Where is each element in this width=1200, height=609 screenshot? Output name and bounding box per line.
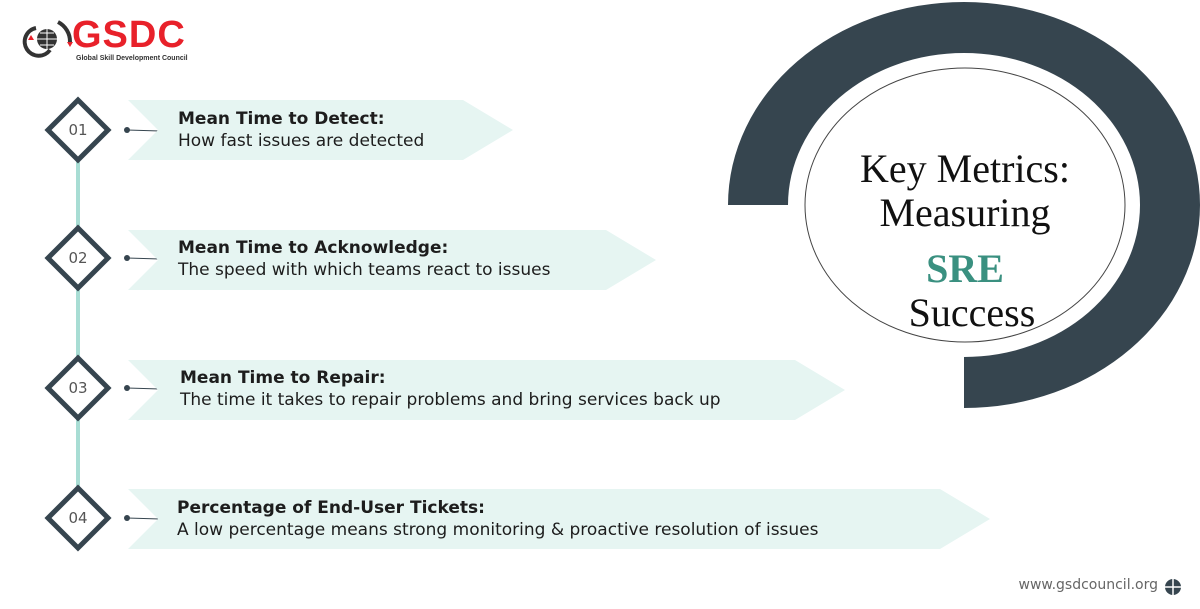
metric-banner [128,230,656,290]
metric-banner [128,360,845,420]
connector-line [126,257,161,260]
metric-number: 02 [68,249,88,267]
globe-icon [1165,579,1181,595]
connector-line [126,517,161,520]
step-diamond [44,224,112,292]
metric-number: 04 [68,509,88,527]
center-title-line2: Measuring [879,190,1051,235]
metric-number: 01 [68,121,88,139]
footer-url[interactable]: www.gsdcouncil.org [1018,577,1158,593]
metric-title: Mean Time to Acknowledge: [178,238,449,258]
metric-title: Mean Time to Repair: [180,368,386,388]
logo-subtitle: Global Skill Development Council [76,55,188,62]
metric-banner [128,489,990,549]
logo-text: GSDC [72,14,186,56]
metric-description: The time it takes to repair problems and… [180,390,721,410]
logo-globe-icon [22,20,73,58]
connector-line [126,387,161,390]
metric-description: A low percentage means strong monitoring… [177,520,819,540]
metric-number: 03 [68,379,88,397]
step-diamond [44,354,112,422]
center-title-line1: Key Metrics: [860,146,1070,191]
metric-banner [128,100,513,160]
center-circle [804,67,1126,343]
step-diamond [44,484,112,552]
connector-line [126,129,161,132]
metric-description: How fast issues are detected [178,131,425,151]
center-title-highlight: SRE [926,246,1004,291]
metric-title: Percentage of End-User Tickets: [177,498,485,518]
metric-title: Mean Time to Detect: [178,109,385,129]
metric-description: The speed with which teams react to issu… [178,260,551,280]
step-diamond [44,96,112,164]
center-title-line4: Success [908,290,1036,335]
